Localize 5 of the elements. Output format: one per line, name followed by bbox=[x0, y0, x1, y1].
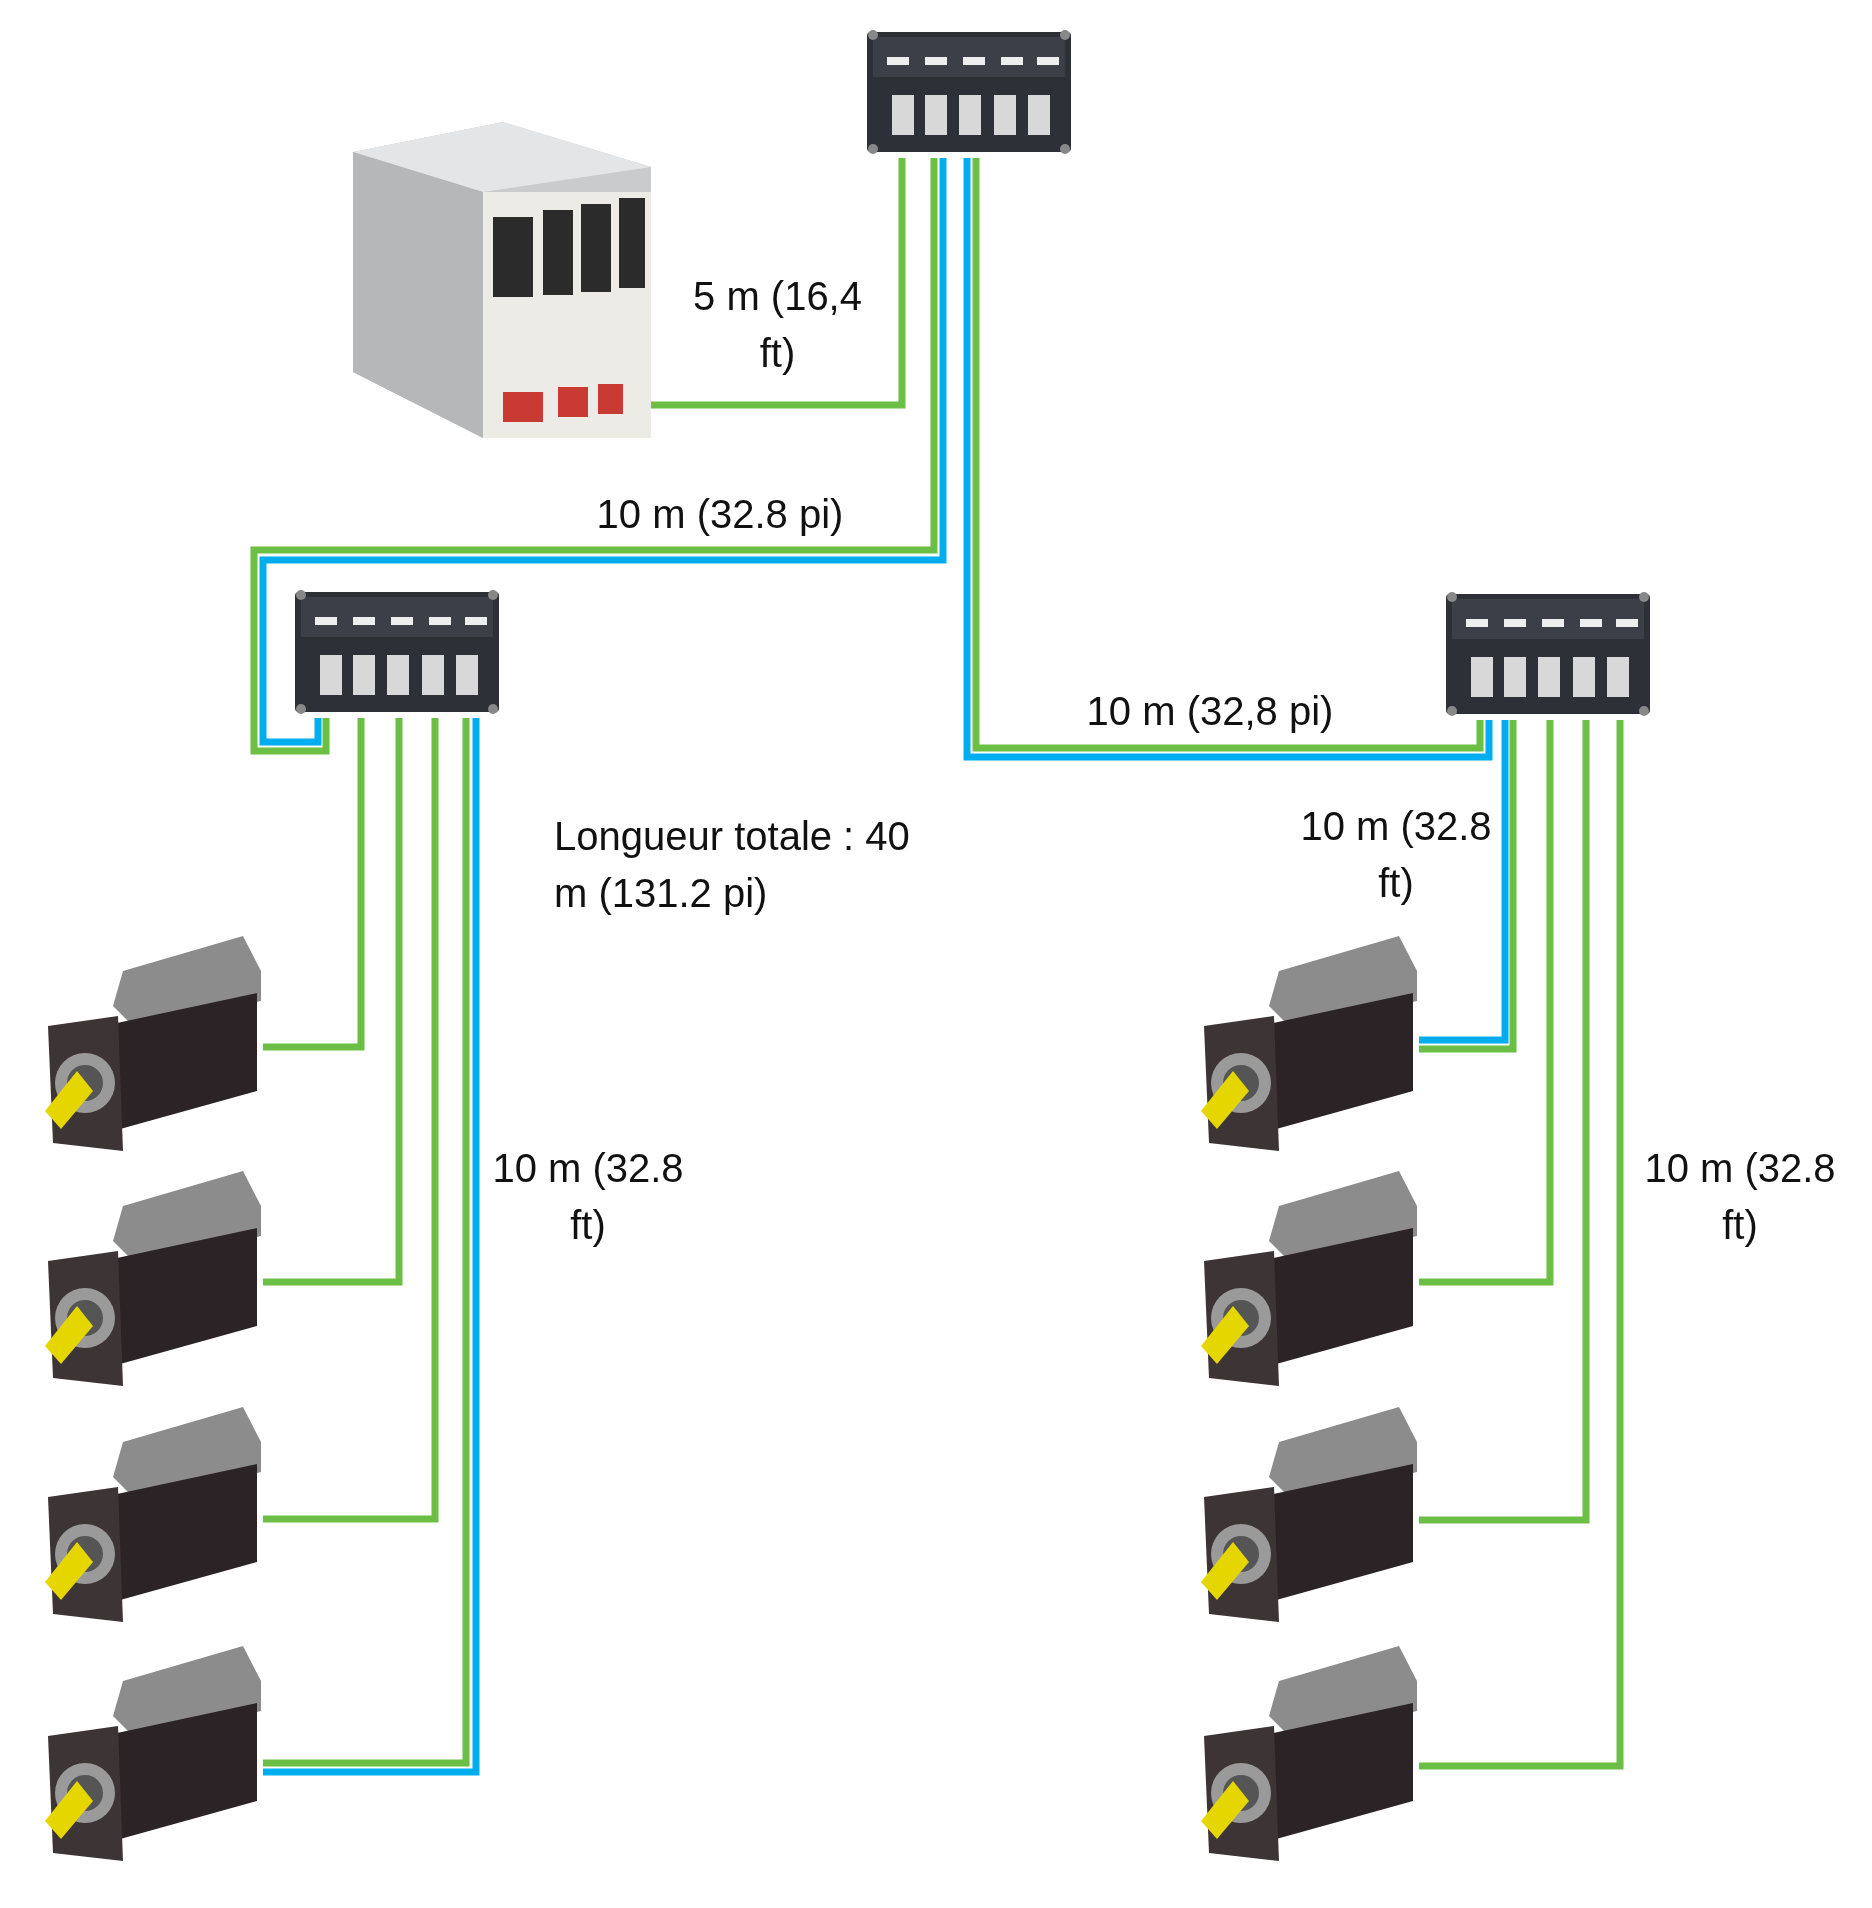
servo-drive-drawing bbox=[353, 122, 651, 438]
total-length-note: Longueur totale : 40 m (131.2 pi) bbox=[554, 813, 911, 917]
cable-length-label: 10 m (32.8 ft) bbox=[1643, 1145, 1837, 1249]
cable-length-label: 10 m (32.8 ft) bbox=[491, 1145, 685, 1249]
cable-length-label: 10 m (32.8 ft) bbox=[1299, 803, 1493, 907]
